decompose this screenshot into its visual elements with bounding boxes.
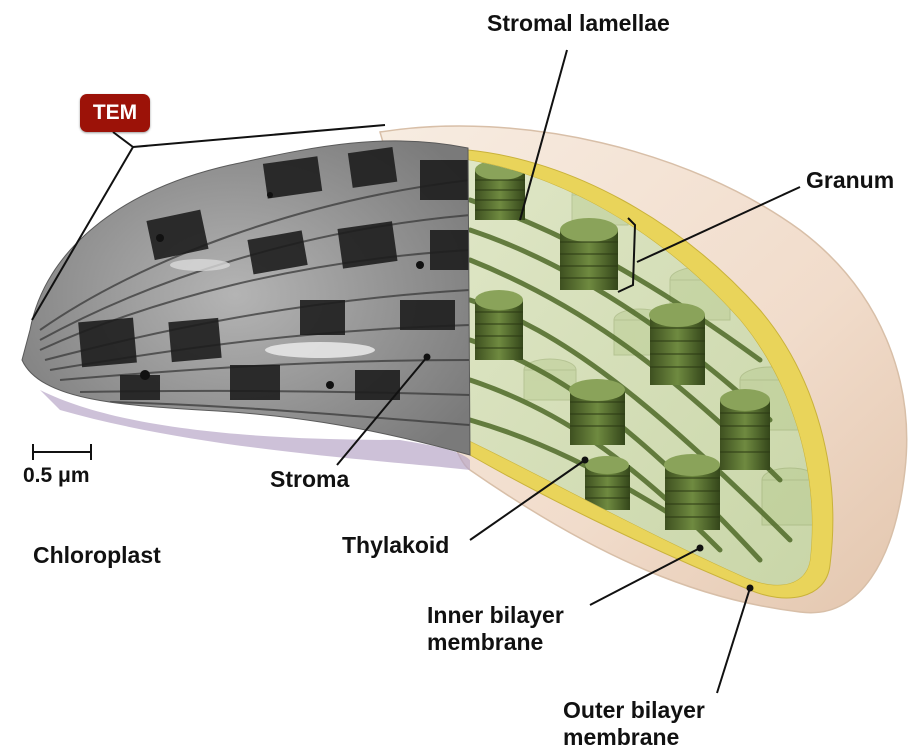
label-thylakoid: Thylakoid xyxy=(342,532,449,559)
granum-stack xyxy=(664,454,720,530)
label-inner-membrane: Inner bilayer membrane xyxy=(427,602,564,656)
granum-stack xyxy=(569,379,625,445)
label-stroma: Stroma xyxy=(270,466,349,493)
label-granum: Granum xyxy=(806,167,894,194)
label-outer-membrane: Outer bilayer membrane xyxy=(563,697,705,751)
tem-badge: TEM xyxy=(80,94,150,132)
granum-stack xyxy=(649,303,705,385)
granum-stack xyxy=(585,456,630,510)
tem-micrograph xyxy=(0,120,470,470)
granum-stack xyxy=(720,389,770,470)
granum-stack xyxy=(475,290,523,360)
scale-bar xyxy=(33,444,91,460)
label-stromal-lamellae: Stromal lamellae xyxy=(487,10,670,37)
outer-membrane-leader xyxy=(717,588,750,693)
label-scale: 0.5 μm xyxy=(23,463,90,489)
label-chloroplast: Chloroplast xyxy=(33,542,161,569)
